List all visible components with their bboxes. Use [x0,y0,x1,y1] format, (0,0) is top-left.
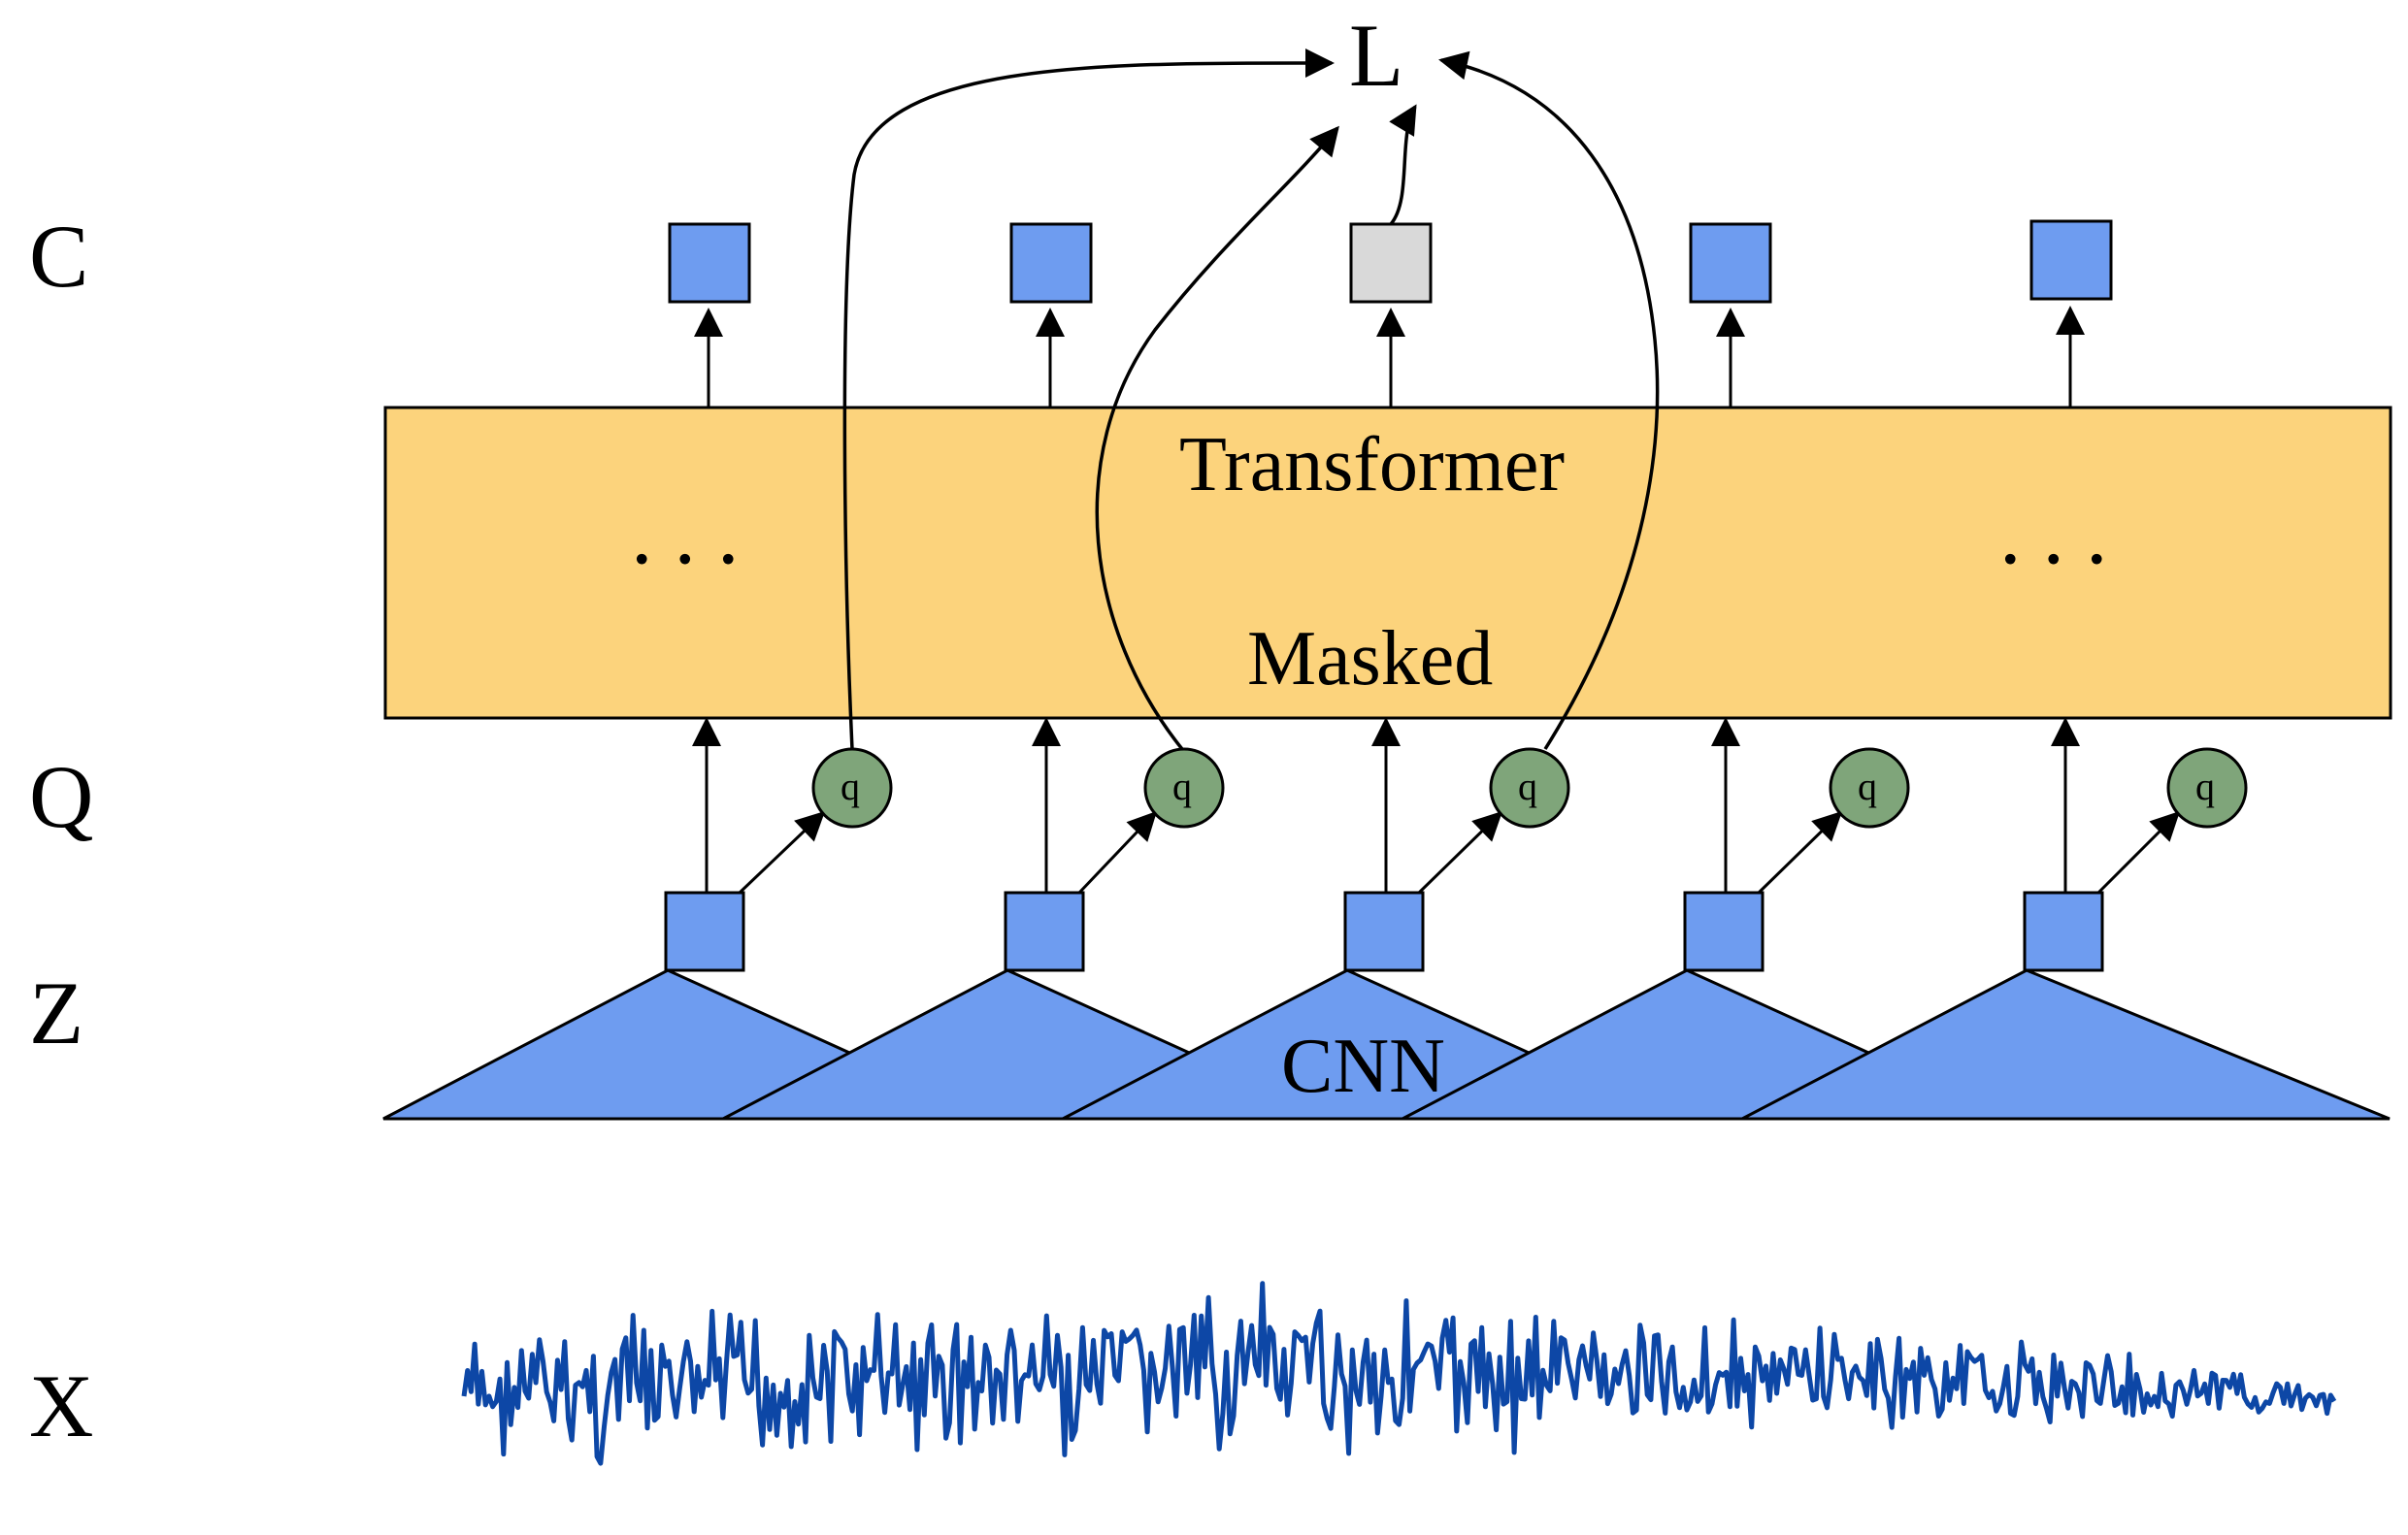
ellipsis-left: ... [631,486,761,582]
loss-label: L [1349,6,1403,105]
latent-vector-2 [1004,891,1085,972]
transformer-block: Transformer Masked ... ... [383,406,2392,720]
row-label-q: Q [29,747,93,846]
latent-vectors [664,891,2104,972]
loss-curve-1 [842,48,1335,750]
row-label-z: Z [29,963,83,1062]
loss-curve-4 [1438,50,1660,750]
ellipsis-right: ... [1999,486,2129,582]
context-vector-masked [1349,222,1433,304]
latent-vector-5 [2023,891,2104,972]
context-vector-1 [668,222,751,304]
loss-curve-2 [1095,125,1339,751]
quantizer-2: q [1143,747,1225,829]
row-label-c: C [29,207,88,306]
quantizer-5: q [2166,747,2248,829]
latent-to-transformer-arrows [692,717,2080,893]
audio-waveform [461,1281,2337,1466]
latent-vector-1 [664,891,745,972]
context-vector-4 [1689,222,1772,304]
svg-text:q: q [1518,765,1537,808]
loss-curve-3 [1389,104,1417,226]
latent-vector-4 [1683,891,1765,972]
loss-curves [842,48,1660,751]
context-vector-2 [1009,222,1093,304]
quantizer-1: q [811,747,893,829]
svg-text:q: q [2195,765,2215,808]
context-arrows [694,306,2085,408]
quantizer-4: q [1829,747,1910,829]
svg-text:q: q [1172,765,1192,808]
context-vectors [668,219,2113,304]
context-vector-5 [2029,219,2113,301]
masked-label: Masked [1247,616,1493,702]
cnn-encoder: CNN [382,968,2391,1121]
latent-vector-3 [1343,891,1425,972]
row-label-x: X [29,1356,93,1455]
latent-to-quantizer-arrows [738,810,2181,895]
quantizers: q q q q q [811,747,2248,829]
transformer-rect [383,406,2392,720]
quantizer-3: q [1489,747,1570,829]
cnn-label: CNN [1281,1024,1445,1109]
svg-text:q: q [841,765,860,808]
svg-text:q: q [1858,765,1877,808]
transformer-label: Transformer [1179,422,1565,507]
